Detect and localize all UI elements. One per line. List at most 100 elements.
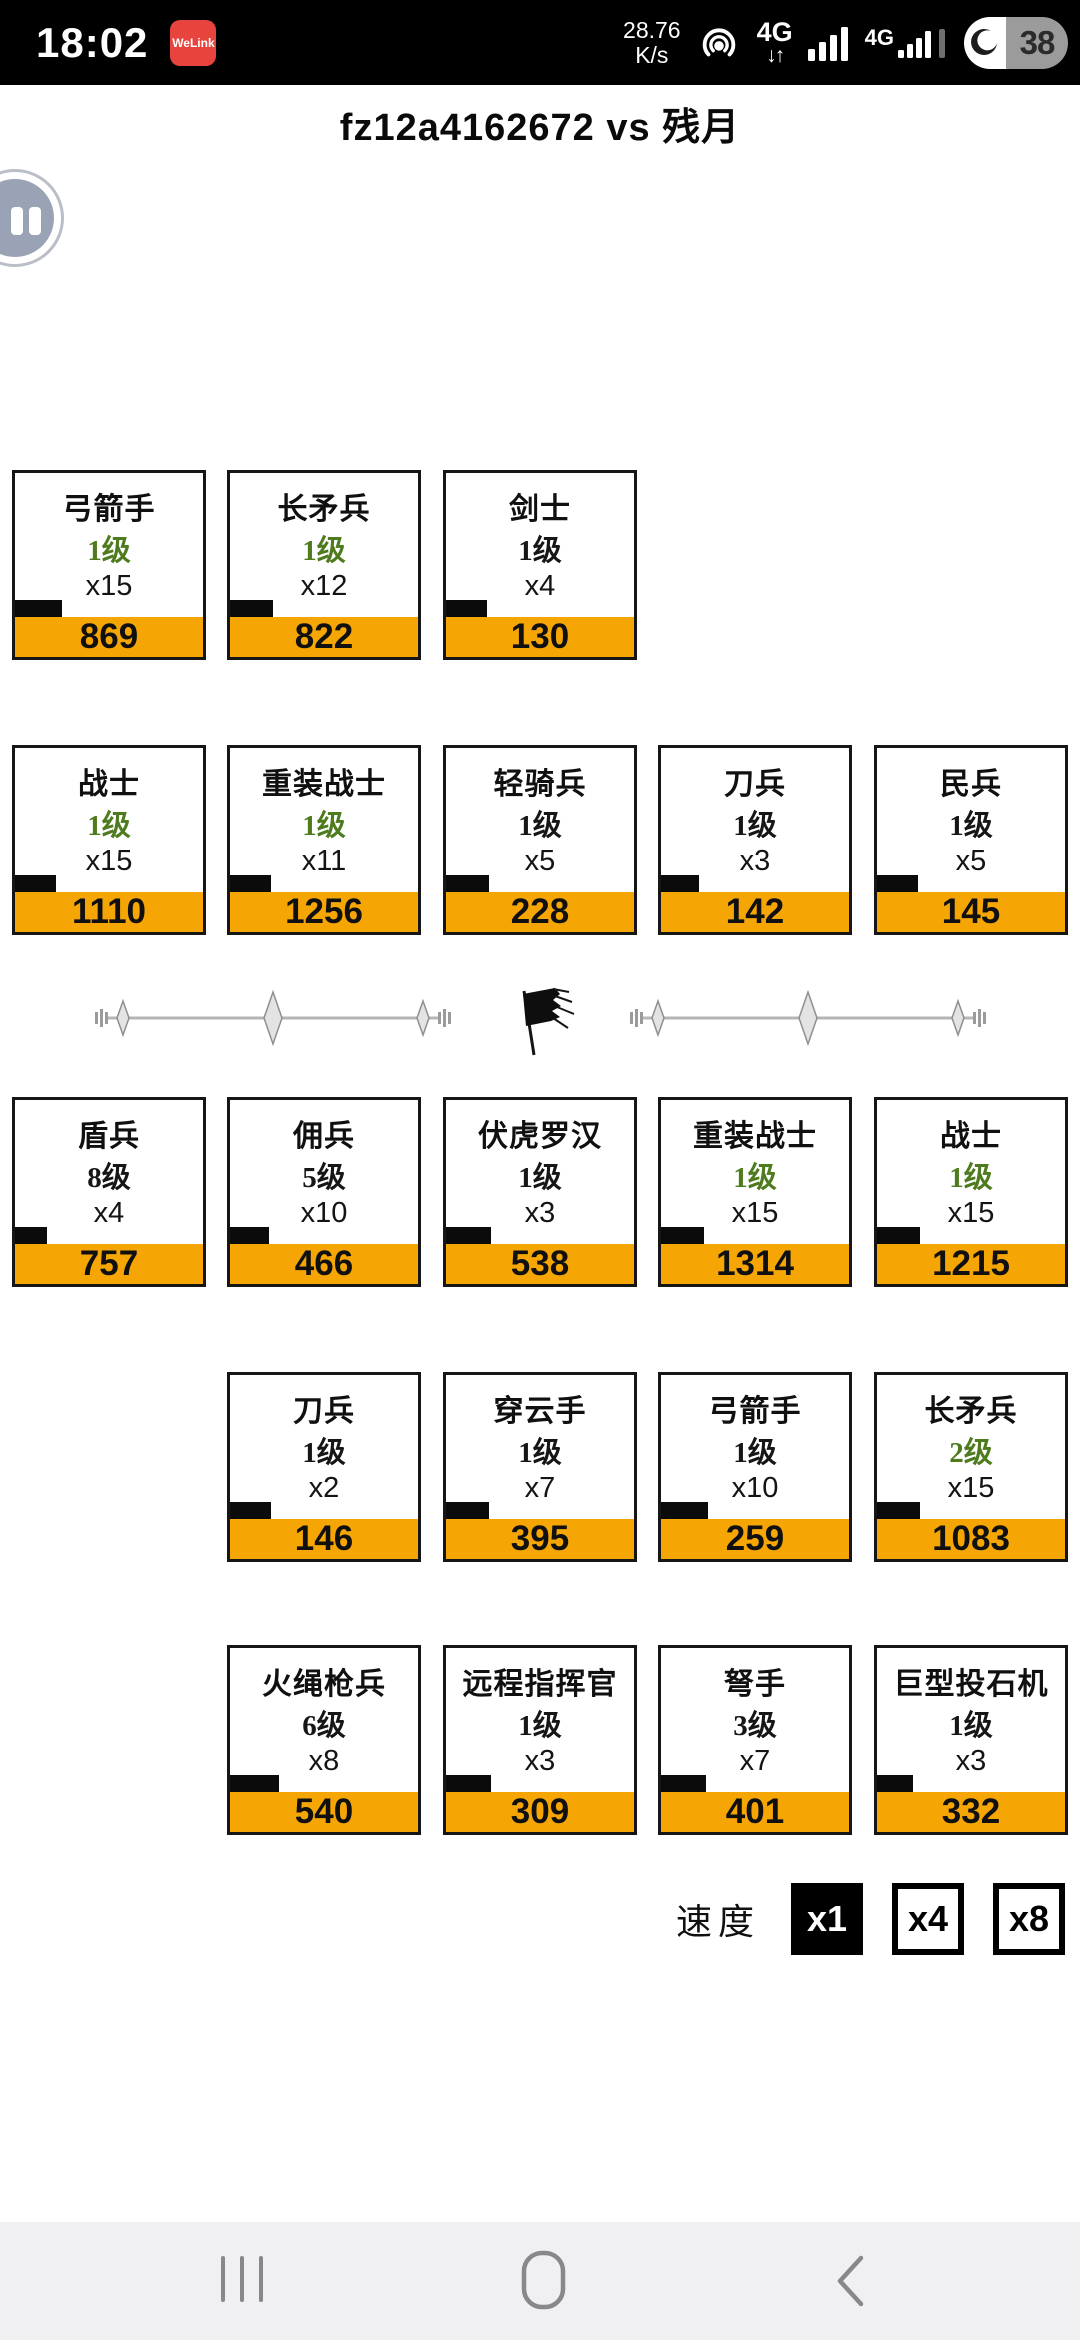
pause-icon xyxy=(11,207,23,235)
unit-name: 民兵 xyxy=(940,768,1002,801)
unit-hp-bar xyxy=(230,1775,279,1792)
unit-level: 3级 xyxy=(733,1710,777,1742)
unit-hp-bar xyxy=(15,600,62,617)
unit-count: x3 xyxy=(739,845,771,877)
recent-apps-button[interactable] xyxy=(216,2252,268,2306)
unit-value: 332 xyxy=(941,1792,1001,1831)
unit-count: x12 xyxy=(300,570,348,602)
network-speed-unit: K/s xyxy=(635,41,669,68)
unit-value-strip: 142 xyxy=(661,892,849,932)
unit-value-strip: 540 xyxy=(230,1792,418,1832)
sim2-signal-indicator: 4G xyxy=(864,24,945,58)
unit-count: x5 xyxy=(955,845,987,877)
unit-value-strip: 130 xyxy=(446,617,634,657)
unit-hp-bar xyxy=(15,875,57,892)
unit-value: 1083 xyxy=(932,1519,1010,1558)
unit-value-strip: 466 xyxy=(230,1244,418,1284)
unit-hp-bar xyxy=(661,1775,707,1792)
unit-name: 刀兵 xyxy=(293,1395,355,1428)
unit-value: 538 xyxy=(510,1244,570,1283)
back-button[interactable] xyxy=(834,2254,866,2308)
unit-value-strip: 1110 xyxy=(15,892,203,932)
unit-level: 1级 xyxy=(949,1162,993,1194)
pause-icon xyxy=(29,207,41,235)
unit-hp-bar xyxy=(877,1502,921,1519)
unit-name: 重装战士 xyxy=(693,1120,817,1153)
unit-value: 540 xyxy=(294,1792,354,1831)
unit-name: 长矛兵 xyxy=(277,493,371,526)
unit-level: 1级 xyxy=(733,810,777,842)
network-type-label-2: 4G xyxy=(864,24,894,50)
unit-count: x11 xyxy=(301,845,347,877)
pause-button[interactable] xyxy=(0,169,64,267)
unit-value-strip: 145 xyxy=(877,892,1065,932)
battery-saver-leaf-icon xyxy=(964,16,1006,69)
unit-level: 1级 xyxy=(518,1162,562,1194)
unit-hp-bar xyxy=(15,1227,47,1244)
unit-name: 巨型投石机 xyxy=(893,1668,1049,1701)
speed-button-x8[interactable]: x8 xyxy=(993,1883,1065,1955)
divider-ornament-right xyxy=(630,989,986,1047)
unit-count: x4 xyxy=(524,570,556,602)
unit-value-strip: 822 xyxy=(230,617,418,657)
battery-indicator: 38 xyxy=(964,16,1068,69)
status-bar: 18:02 WeLink 28.76 K/s 4G ↓↑ 4G xyxy=(0,0,1080,85)
unit-value: 869 xyxy=(79,617,139,656)
clock: 18:02 xyxy=(36,18,149,66)
signal-bars-icon xyxy=(807,27,848,61)
unit-count: x15 xyxy=(85,845,133,877)
battery-percent: 38 xyxy=(1019,23,1056,61)
unit-value-strip: 259 xyxy=(661,1519,849,1559)
unit-hp-bar xyxy=(446,600,488,617)
unit-hp-bar xyxy=(446,875,490,892)
android-navigation-bar xyxy=(0,2222,1080,2340)
unit-name: 佣兵 xyxy=(293,1120,355,1153)
unit-value-strip: 757 xyxy=(15,1244,203,1284)
unit-name: 轻骑兵 xyxy=(493,768,587,801)
unit-level: 1级 xyxy=(302,535,346,567)
unit-value-strip: 332 xyxy=(877,1792,1065,1832)
unit-name: 火绳枪兵 xyxy=(262,1668,386,1701)
network-speed: 28.76 K/s xyxy=(623,16,681,68)
unit-value: 395 xyxy=(510,1519,570,1558)
home-button[interactable] xyxy=(520,2250,568,2310)
speed-button-x4[interactable]: x4 xyxy=(892,1883,964,1955)
unit-name: 远程指挥官 xyxy=(462,1668,618,1701)
unit-count: x7 xyxy=(739,1745,771,1777)
speed-button-x1[interactable]: x1 xyxy=(791,1883,863,1955)
unit-count: x3 xyxy=(524,1745,556,1777)
unit-count: x4 xyxy=(93,1197,125,1229)
network-speed-value: 28.76 xyxy=(623,16,681,43)
unit-name: 战士 xyxy=(78,768,140,801)
battle-title: fz12a4162672 vs 残月 xyxy=(339,107,741,149)
network-type-label: 4G xyxy=(756,17,793,47)
divider-ornament-left xyxy=(95,989,451,1047)
unit-count: x15 xyxy=(731,1197,779,1229)
unit-count: x10 xyxy=(300,1197,348,1229)
unit-value: 466 xyxy=(294,1244,354,1283)
unit-name: 重装战士 xyxy=(262,768,386,801)
unit-value: 142 xyxy=(725,892,785,931)
speed-control: 速度 x1 x4 x8 xyxy=(676,1883,1065,1955)
unit-value: 228 xyxy=(510,892,570,931)
unit-hp-bar xyxy=(446,1775,492,1792)
unit-hp-bar xyxy=(230,600,274,617)
unit-name: 弓箭手 xyxy=(708,1395,802,1428)
unit-hp-bar xyxy=(230,875,272,892)
speed-label: 速度 xyxy=(675,1902,760,1942)
unit-hp-bar xyxy=(446,1502,490,1519)
